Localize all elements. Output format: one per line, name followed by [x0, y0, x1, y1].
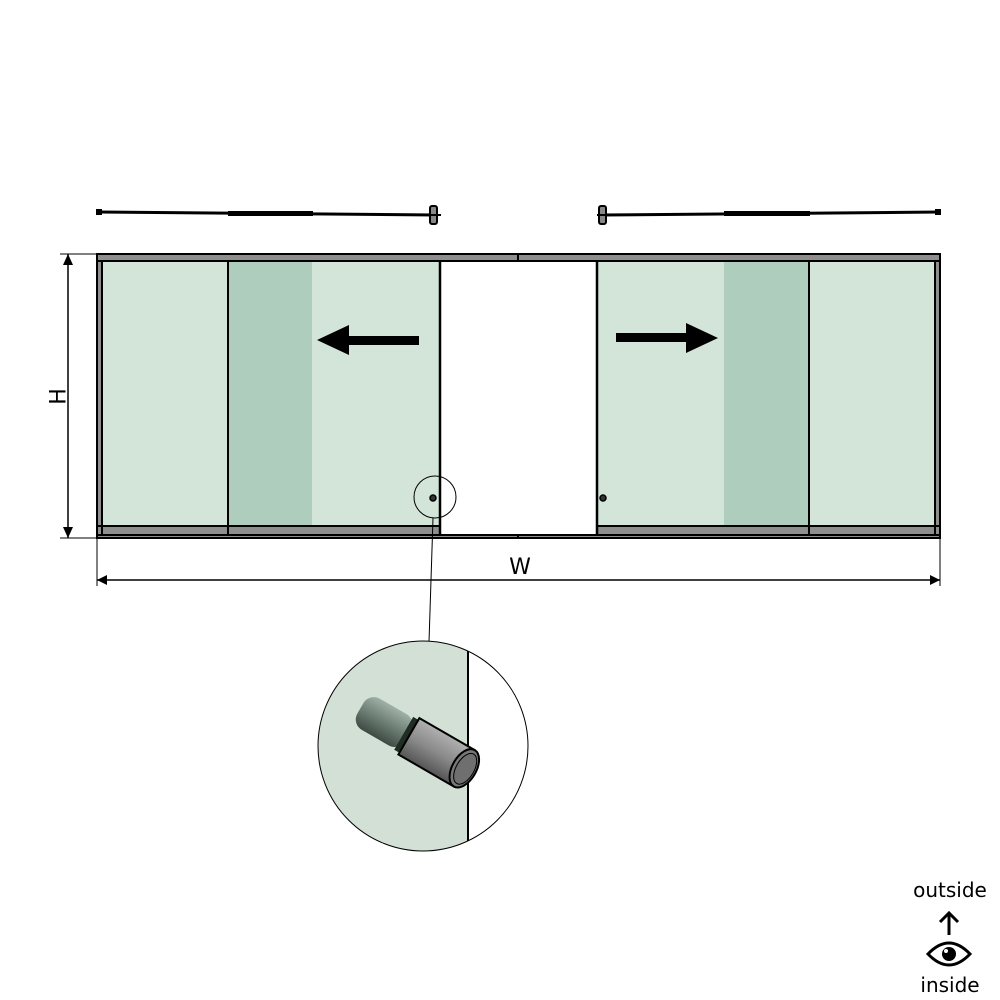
height-dimension-label: H — [46, 388, 72, 405]
opening — [440, 261, 597, 536]
arrow-up-icon — [938, 910, 960, 935]
panel-left-fixed — [102, 261, 228, 526]
overlap-right — [724, 261, 809, 526]
eye-icon — [925, 941, 973, 967]
handle-left — [413, 475, 457, 519]
plan-view-left — [96, 205, 441, 225]
width-dimension-label: W — [509, 555, 531, 580]
legend-outside-label: outside — [913, 878, 987, 902]
dimension-h — [60, 253, 97, 539]
knob-handle-detail — [317, 640, 529, 852]
plan-view-right — [597, 205, 941, 225]
door-frame — [96, 253, 941, 539]
overlap-left — [228, 261, 312, 526]
arrow-left-icon — [317, 325, 419, 355]
arrow-right-icon — [616, 323, 718, 353]
legend-inside-label: inside — [920, 973, 980, 997]
panel-right-fixed — [809, 261, 935, 526]
handle-right — [599, 494, 607, 502]
dimension-w — [96, 538, 941, 586]
